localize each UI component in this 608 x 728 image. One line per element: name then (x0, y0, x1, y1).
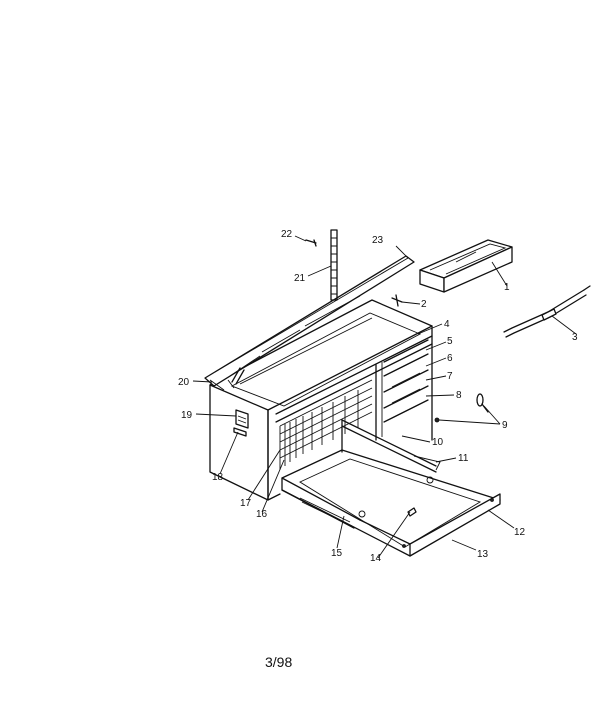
callout-23: 23 (372, 235, 384, 246)
right-drawer-bank (383, 339, 429, 423)
callout-6: 6 (447, 353, 453, 364)
callout-21: 21 (294, 273, 306, 284)
part-9-lock-parts (434, 393, 489, 423)
callout-2: 2 (421, 299, 427, 310)
page-number: 3/98 (265, 654, 292, 670)
callout-8: 8 (456, 390, 462, 401)
callout-19: 19 (181, 410, 193, 421)
chest-body (209, 299, 433, 501)
part-1-tray (419, 239, 513, 293)
callout-1: 1 (504, 282, 510, 293)
callout-3: 3 (572, 332, 578, 343)
chest-lid (204, 255, 415, 389)
callout-9: 9 (502, 420, 508, 431)
part-2-bracket (391, 294, 403, 307)
callout-17: 17 (240, 498, 252, 509)
callout-20: 20 (178, 377, 190, 388)
callout-18: 18 (212, 472, 224, 483)
part-21-hinge (330, 229, 338, 301)
callout-11: 11 (458, 453, 469, 464)
side-handle (233, 409, 249, 437)
callout-22: 22 (281, 229, 293, 240)
callout-5: 5 (447, 336, 453, 347)
callout-10: 10 (432, 437, 444, 448)
part-22-screw (305, 239, 317, 247)
callout-16: 16 (256, 509, 268, 520)
part-3-rod (503, 285, 591, 338)
callout-labels: 1 2 3 4 5 6 7 8 9 10 11 12 13 14 15 16 1… (178, 229, 578, 564)
bottom-drawer (281, 419, 501, 557)
callout-13: 13 (477, 549, 489, 560)
callout-14: 14 (370, 553, 382, 564)
leader-lines (192, 235, 577, 559)
callout-4: 4 (444, 319, 450, 330)
lid-trim (209, 379, 225, 391)
callout-7: 7 (447, 371, 453, 382)
left-drawer-bank (279, 379, 373, 470)
callout-12: 12 (514, 527, 526, 538)
callout-15: 15 (331, 548, 343, 559)
